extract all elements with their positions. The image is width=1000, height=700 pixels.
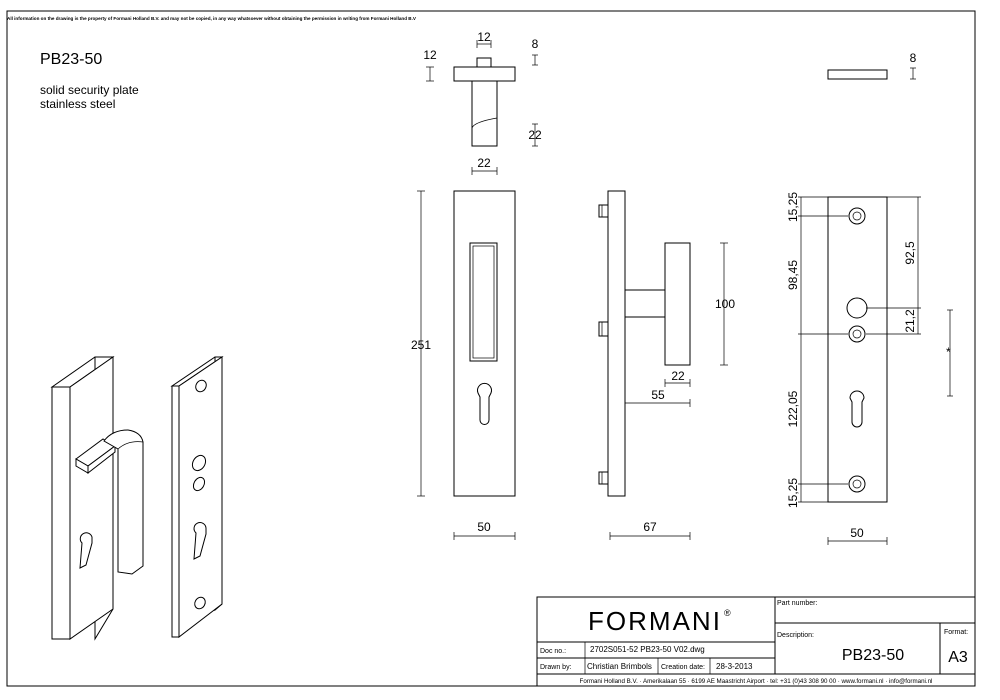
dim-back-12205: 122,05	[786, 390, 800, 427]
product-desc-line2: stainless steel	[40, 97, 115, 111]
side-view: 100 22 55 67	[598, 190, 735, 540]
dim-top-thick: 8	[532, 37, 539, 51]
dim-top-height: 12	[423, 48, 437, 62]
dim-back-9845: 98,45	[786, 260, 800, 290]
front-view: 251 50	[411, 190, 516, 540]
dim-back-15-bottom: 15,25	[786, 478, 800, 508]
dim-side-width: 67	[643, 520, 657, 534]
doc-no-value: 2702S051-52 PB23-50 V02.dwg	[590, 645, 705, 654]
title-block: FORMANI ® Part number: Description: PB23…	[536, 596, 976, 687]
drawn-by-label: Drawn by:	[540, 664, 572, 671]
sheet-border	[6, 10, 976, 687]
company-footer: Formani Holland B.V. · Amerikalaan 55 · …	[580, 678, 933, 685]
product-desc-line1: solid security plate	[40, 83, 139, 97]
dim-side-handle: 100	[715, 297, 735, 311]
front-cylinder-cutout	[477, 382, 492, 425]
dim-top-depth: 22	[528, 128, 542, 142]
creation-date-value: 28-3-2013	[716, 662, 753, 671]
description-label: Description:	[777, 632, 814, 639]
ownership-notice: All information on the drawing is the pr…	[7, 16, 417, 21]
dim-front-height: 251	[411, 338, 431, 352]
back-plate-edge: 8	[827, 51, 917, 80]
brand-logo: FORMANI	[588, 606, 722, 636]
isometric-back-plate	[170, 356, 224, 639]
isometric-front-plate	[50, 356, 144, 641]
dim-side-22: 22	[671, 369, 685, 383]
format-value: A3	[948, 649, 968, 666]
format-label: Format:	[944, 629, 968, 636]
back-view: 15,25 98,45 122,05 15,25 92,5 21,2 * 50	[786, 192, 953, 545]
dim-front-width: 50	[477, 520, 491, 534]
dim-top-base: 22	[477, 156, 491, 170]
dim-back-width: 50	[850, 526, 864, 540]
top-view: 12 8 12 22 22	[423, 30, 542, 175]
dim-back-thick: 8	[910, 51, 917, 65]
part-number-label: Part number:	[777, 600, 818, 607]
dim-back-star: *	[946, 345, 951, 359]
registered-mark: ®	[724, 608, 731, 618]
product-code: PB23-50	[40, 51, 102, 68]
back-cylinder-cutout	[849, 390, 865, 428]
drawn-by-value: Christian Brimbols	[587, 662, 652, 671]
dim-back-925: 92,5	[903, 241, 917, 265]
dim-side-55: 55	[651, 388, 665, 402]
creation-date-label: Creation date:	[661, 664, 705, 671]
dim-back-212: 21,2	[903, 309, 917, 333]
doc-no-label: Doc no.:	[540, 648, 566, 655]
description-value: PB23-50	[842, 647, 904, 664]
dim-top-width: 12	[477, 30, 491, 44]
dim-back-15-top: 15,25	[786, 192, 800, 222]
